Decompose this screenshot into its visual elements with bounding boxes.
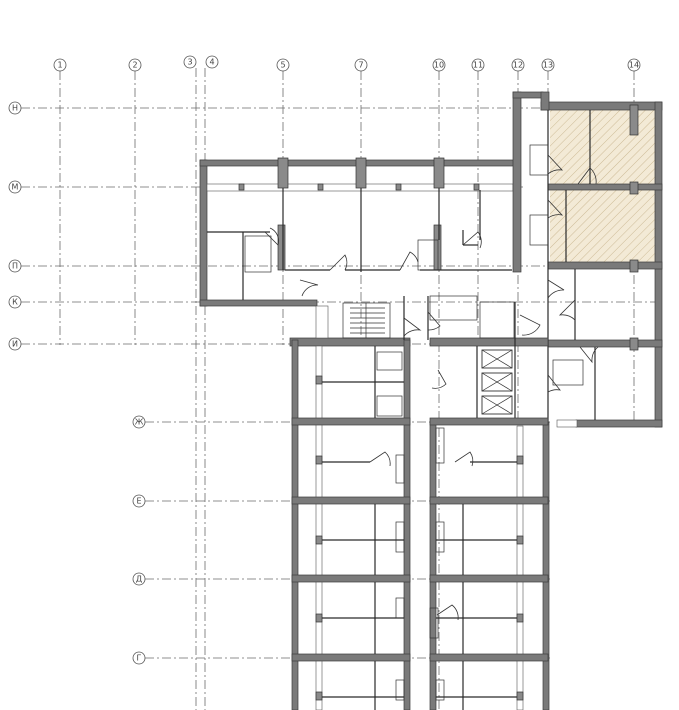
east-wing (512, 91, 663, 428)
axis-h-g: Г (132, 651, 550, 665)
axis-label: 13 (543, 61, 553, 70)
axis-h-zh: Ж (132, 415, 550, 429)
lift-shaft-icon (481, 349, 513, 369)
lift-shaft-icon (481, 395, 513, 415)
axis-v-4: 4 (204, 55, 219, 710)
axis-v-11: 11 (471, 58, 485, 345)
upper-wing (199, 157, 521, 307)
axis-label: Е (136, 497, 141, 506)
axis-h-d: Д (132, 572, 550, 586)
vertical-axes: 1 2 3 4 5 7 10 (53, 55, 641, 710)
axis-label: 5 (280, 61, 285, 70)
axis-h-e: Е (132, 494, 550, 508)
axis-label: И (12, 340, 18, 349)
axis-label: 3 (187, 58, 192, 67)
axis-label: 11 (473, 61, 483, 70)
axis-label: Н (12, 104, 18, 113)
south-wing (291, 339, 550, 710)
axis-label: М (12, 183, 19, 192)
axis-h-k: К (8, 295, 662, 309)
axis-label: К (12, 298, 18, 307)
building-core (289, 295, 549, 420)
axis-v-2: 2 (128, 58, 142, 345)
axis-label: 10 (434, 61, 444, 70)
axis-label: П (12, 262, 18, 271)
axis-v-1: 1 (53, 58, 67, 345)
axis-label: Д (136, 575, 142, 584)
axis-label: 2 (132, 61, 137, 70)
axis-label: 14 (629, 61, 639, 70)
axis-label: 7 (358, 61, 363, 70)
axis-label: 12 (513, 61, 523, 70)
axis-label: Ж (135, 418, 144, 427)
axis-label: 4 (209, 58, 214, 67)
stair-flight-icon (342, 302, 391, 339)
axis-label: 1 (57, 61, 62, 70)
lift-shaft-icon (481, 372, 513, 392)
axis-label: Г (137, 654, 142, 663)
axis-v-3: 3 (183, 55, 197, 710)
